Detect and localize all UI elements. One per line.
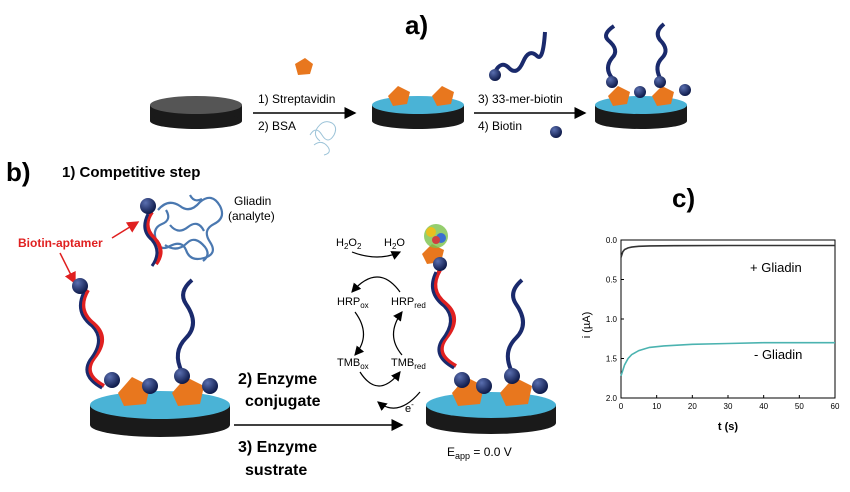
x-tick-label: 20 bbox=[688, 402, 697, 411]
y-tick-label: 0.0 bbox=[606, 236, 618, 245]
x-tick-label: 60 bbox=[831, 402, 840, 411]
bsa-protein-icon bbox=[309, 121, 337, 156]
enzyme-substrate-line1: 3) Enzyme bbox=[238, 439, 317, 456]
biotin-aptamer-label: Biotin-aptamer bbox=[18, 236, 103, 250]
biotin-peptide-icon bbox=[489, 31, 547, 81]
svg-text:e-: e- bbox=[405, 400, 414, 415]
y-tick-label: 1.0 bbox=[606, 315, 618, 324]
series-label-minus-gliadin: - Gliadin bbox=[754, 347, 802, 362]
electrode-competitive bbox=[72, 278, 230, 437]
chronoamperometry-chart: i (µA) t (s) + Gliadin - Gliadin 0 10 20 30… bbox=[581, 236, 840, 433]
series-line-minus-gliadin bbox=[620, 341, 835, 377]
biotin-ball-icon bbox=[550, 126, 562, 138]
x-tick-label: 30 bbox=[724, 402, 733, 411]
aptamer-bound-gliadin bbox=[140, 198, 163, 267]
panel-b-label: b) bbox=[6, 157, 31, 187]
x-tick-label: 0 bbox=[619, 402, 624, 411]
plot-frame bbox=[620, 239, 836, 399]
step4-text: 4) Biotin bbox=[478, 119, 522, 133]
gliadin-label-2: (analyte) bbox=[228, 209, 275, 223]
x-axis-title: t (s) bbox=[718, 421, 739, 433]
svg-text:HRPox: HRPox bbox=[337, 296, 369, 310]
electrode-streptavidin bbox=[372, 86, 464, 129]
series-label-plus-gliadin: + Gliadin bbox=[750, 260, 802, 275]
hrp-enzyme-icon bbox=[424, 224, 448, 248]
gliadin-protein-icon bbox=[153, 194, 224, 262]
svg-text:H2O: H2O bbox=[384, 237, 405, 251]
eapp-label: Eapp = 0.0 V bbox=[447, 445, 512, 461]
x-tick-label: 50 bbox=[795, 402, 804, 411]
enzyme-conjugate-line2: conjugate bbox=[245, 393, 321, 410]
aptamer-arrow-down bbox=[59, 252, 76, 285]
svg-text:TMBox: TMBox bbox=[337, 357, 369, 371]
electrode-detection bbox=[422, 244, 556, 434]
gliadin-label-1: Gliadin bbox=[234, 194, 271, 208]
panel-a-label: a) bbox=[405, 10, 428, 40]
streptavidin-icon bbox=[295, 58, 313, 75]
y-tick-label: 1.5 bbox=[606, 355, 618, 364]
electrode-modified bbox=[595, 22, 691, 129]
y-tick-label: 0.5 bbox=[606, 276, 618, 285]
competitive-step-title: 1) Competitive step bbox=[62, 164, 200, 181]
step3-text: 3) 33-mer-biotin bbox=[478, 92, 563, 106]
electrode-bare bbox=[150, 96, 242, 129]
step1-text: 1) Streptavidin bbox=[258, 92, 335, 106]
step2-text: 2) BSA bbox=[258, 119, 296, 133]
series-line-plus-gliadin bbox=[620, 244, 835, 258]
panel-c-label: c) bbox=[672, 183, 695, 213]
svg-text:H2O2: H2O2 bbox=[336, 237, 362, 251]
svg-text:HRPred: HRPred bbox=[391, 296, 426, 310]
redox-cycle: H2O2 H2O HRPox HRPred TMBox TMBred e- bbox=[336, 237, 426, 415]
aptamer-arrow-up bbox=[111, 221, 140, 239]
enzyme-substrate-line2: sustrate bbox=[245, 462, 307, 479]
y-tick-label: 2.0 bbox=[606, 394, 618, 403]
y-axis-title: i (µA) bbox=[581, 312, 593, 339]
svg-text:TMBred: TMBred bbox=[391, 357, 426, 371]
enzyme-conjugate-line1: 2) Enzyme bbox=[238, 371, 317, 388]
x-tick-label: 40 bbox=[759, 402, 768, 411]
x-tick-label: 10 bbox=[652, 402, 661, 411]
